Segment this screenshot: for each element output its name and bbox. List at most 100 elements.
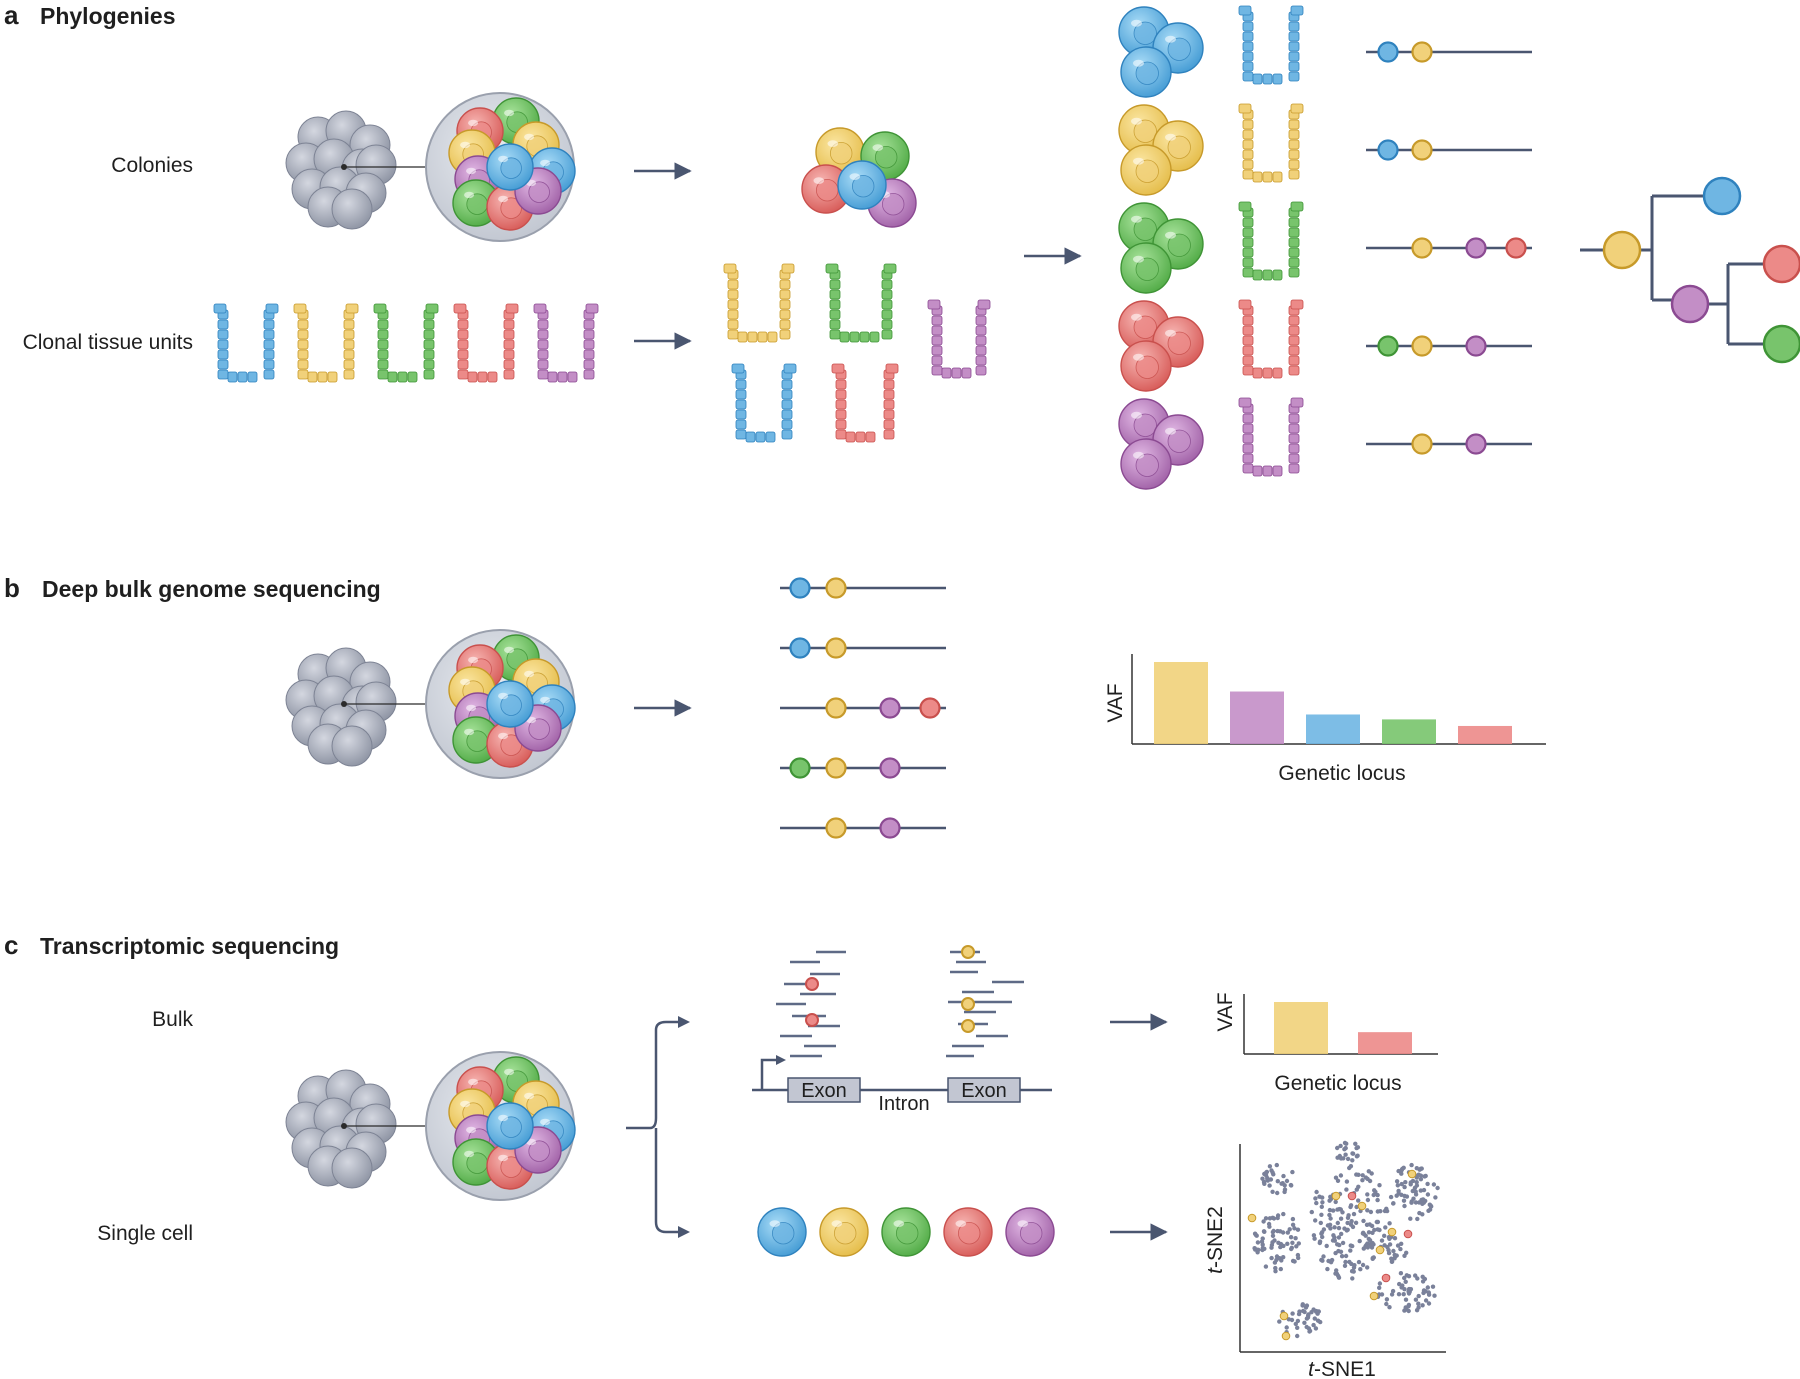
tsne-point [1382, 1233, 1387, 1239]
crypt-yellow [723, 263, 795, 343]
tsne-point [1336, 1235, 1342, 1240]
tsne-point [1368, 1209, 1374, 1215]
tsne-point [1350, 1224, 1356, 1230]
tsne-point [1426, 1208, 1431, 1214]
tissue-cell [331, 1147, 373, 1189]
tsne-point [1282, 1187, 1288, 1192]
bar-yellow [1274, 1002, 1328, 1054]
read-variant-yellow [961, 997, 975, 1011]
tsne-point [1281, 1173, 1286, 1179]
bar-yellow [1154, 662, 1208, 744]
mutation-yellow [1411, 41, 1433, 63]
tsne-point [1255, 1240, 1261, 1245]
tissue-dish [285, 629, 576, 779]
tsne-point [1340, 1210, 1345, 1215]
tsne-point [1302, 1320, 1307, 1326]
tsne-point [1418, 1173, 1424, 1178]
tsne-point [1288, 1235, 1294, 1240]
tsne-highlight-yellow [1279, 1311, 1289, 1321]
mutation-yellow [825, 817, 847, 839]
tsne-highlight-yellow [1357, 1201, 1367, 1211]
tsne-point [1318, 1319, 1323, 1325]
tsne-point [1399, 1181, 1404, 1187]
tsne-point [1425, 1181, 1430, 1187]
tsne-point [1365, 1197, 1371, 1203]
tree-node-blue [1702, 176, 1742, 216]
tree-branches [1580, 194, 1768, 346]
cell-blue [486, 143, 534, 191]
tsne-point [1402, 1253, 1407, 1259]
tsne-point [1408, 1216, 1413, 1221]
tsne-point [1366, 1169, 1372, 1174]
tsne-point [1365, 1192, 1370, 1197]
tsne-point [1352, 1263, 1357, 1268]
tsne-point [1416, 1301, 1421, 1306]
tsne-point [1402, 1184, 1407, 1190]
cell-red [943, 1207, 993, 1257]
tsne-point [1377, 1281, 1383, 1286]
cell-blue [757, 1207, 807, 1257]
tsne-point [1387, 1221, 1392, 1226]
tsne-point [1319, 1204, 1325, 1210]
mutation-blue [1377, 139, 1399, 161]
single-cells-row [757, 1207, 1055, 1257]
tsne-point [1345, 1156, 1351, 1162]
tsne-point [1388, 1194, 1394, 1200]
mutation-green [1377, 335, 1399, 357]
tree-node-purple [1670, 284, 1710, 324]
tsne-point [1420, 1279, 1426, 1284]
tsne-point [1289, 1183, 1294, 1188]
tsne-point [1338, 1249, 1344, 1255]
tsne-point [1303, 1305, 1309, 1310]
tsne-point [1287, 1227, 1292, 1232]
tsne-point [1335, 1145, 1340, 1151]
label-colonies: Colonies [111, 154, 193, 177]
tissue-cell [331, 188, 373, 230]
arrows-group [626, 162, 1168, 1241]
crypt-red [1238, 299, 1304, 379]
label-clonal-tissue-units: Clonal tissue units [23, 331, 193, 354]
tsne-point [1267, 1183, 1272, 1188]
bar-red [1458, 725, 1512, 744]
tsne-point [1384, 1208, 1390, 1214]
tsne-point [1365, 1265, 1370, 1270]
label-single-cell: Single cell [97, 1222, 193, 1245]
mutation-yellow [1411, 433, 1433, 455]
tsne-point [1271, 1216, 1277, 1221]
tsne-point [1357, 1238, 1362, 1244]
tsne-point [1377, 1285, 1382, 1291]
tsne-point [1370, 1255, 1376, 1261]
tsne-point [1325, 1266, 1330, 1272]
tsne-point [1344, 1179, 1350, 1184]
tsne-point [1296, 1311, 1302, 1317]
tsne-point [1433, 1195, 1438, 1200]
tsne-point [1397, 1281, 1402, 1287]
tsne-point [1294, 1244, 1299, 1249]
tsne-point [1261, 1229, 1267, 1234]
tsne-point [1317, 1194, 1322, 1199]
tsne-highlight-yellow [1331, 1191, 1341, 1201]
tsne-point [1416, 1293, 1421, 1299]
tsne-point [1408, 1180, 1414, 1185]
tsne-point [1349, 1219, 1354, 1224]
tsne-point [1360, 1262, 1366, 1268]
intron-label: Intron [878, 1093, 929, 1115]
cell-red [801, 164, 851, 214]
tsne-point [1263, 1216, 1269, 1221]
tsne-point [1292, 1259, 1297, 1264]
mutation-line [1366, 433, 1532, 455]
tsne-point [1403, 1279, 1408, 1285]
tsne-point [1327, 1212, 1332, 1218]
tissue-cell [331, 725, 373, 767]
tsne-point [1348, 1243, 1354, 1248]
cell-blue [486, 680, 534, 728]
tsne-point [1312, 1236, 1317, 1241]
mutation-yellow [825, 637, 847, 659]
tsne-point [1415, 1216, 1420, 1222]
vaf-chart-c [1243, 994, 1438, 1055]
tsne-point [1281, 1211, 1286, 1217]
tsne-point [1348, 1203, 1354, 1208]
tsne-point [1351, 1211, 1357, 1217]
mutation-line [1366, 139, 1532, 161]
tsne-point [1353, 1220, 1359, 1226]
